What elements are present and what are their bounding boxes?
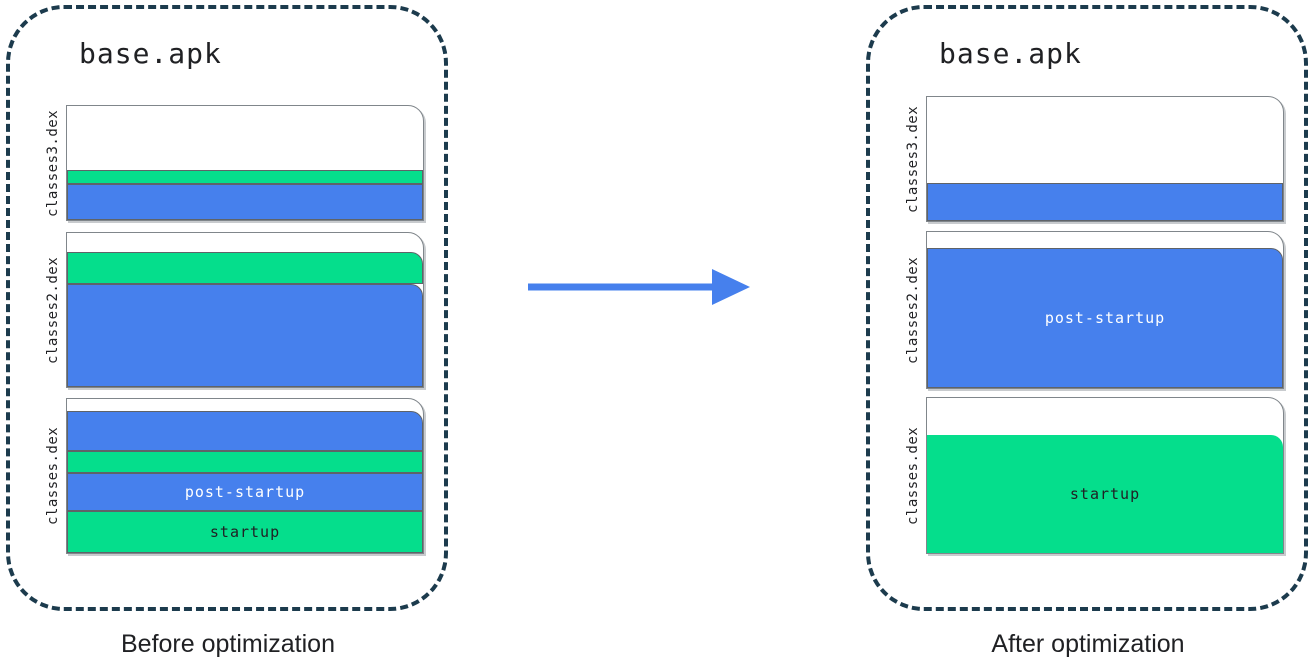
white-segment <box>927 97 1283 183</box>
dex-file-page: post-startup <box>926 231 1284 389</box>
dex-file-row: classes3.dex <box>40 105 424 221</box>
segment-label: startup <box>209 523 281 541</box>
dex-file-stack-before: classes3.dex classes2.dex classes.dex post-… <box>40 105 424 554</box>
dex-file-page: startup <box>926 397 1284 554</box>
white-segment <box>67 106 423 170</box>
dex-file-page <box>926 96 1284 222</box>
dex-file-row: classes2.dex <box>40 232 424 388</box>
dex-file-page: post-startup startup <box>66 398 424 554</box>
blue-segment <box>67 184 423 220</box>
blue-segment <box>67 411 423 451</box>
green-segment <box>67 451 423 473</box>
dex-file-row: classes2.dex post-startup <box>900 231 1284 389</box>
apk-title-after: base.apk <box>939 37 1082 70</box>
segment-startup: startup <box>927 435 1283 553</box>
dex-file-row: classes3.dex <box>900 96 1284 222</box>
white-segment <box>927 232 1283 248</box>
white-segment <box>67 399 423 411</box>
dex-file-name: classes.dex <box>905 426 921 525</box>
dex-file-name: classes2.dex <box>905 256 921 364</box>
segment-label: startup <box>1069 485 1141 503</box>
segment-label: post-startup <box>1044 309 1166 327</box>
white-segment <box>927 398 1283 435</box>
after-caption: After optimization <box>991 630 1185 658</box>
dex-file-page <box>66 105 424 221</box>
segment-startup: startup <box>67 511 423 553</box>
dex-file-row: classes.dex post-startup startup <box>40 398 424 554</box>
dex-file-row: classes.dex startup <box>900 397 1284 554</box>
apk-title-before: base.apk <box>79 37 222 70</box>
dex-file-page <box>66 232 424 388</box>
green-segment <box>67 252 423 284</box>
green-segment <box>67 170 423 184</box>
right-arrow-icon <box>528 269 750 305</box>
dex-file-name: classes.dex <box>45 426 61 526</box>
blue-segment <box>927 183 1283 221</box>
dex-file-name: classes2.dex <box>45 256 61 364</box>
segment-post-startup: post-startup <box>927 248 1283 388</box>
blue-segment <box>67 284 423 387</box>
segment-post-startup: post-startup <box>67 473 423 511</box>
white-segment <box>67 233 423 252</box>
segment-label: post-startup <box>184 483 306 501</box>
dex-file-name: classes3.dex <box>905 105 921 213</box>
before-caption: Before optimization <box>120 630 335 658</box>
dex-file-name: classes3.dex <box>45 109 61 217</box>
after-panel: base.apk classes3.dex classes2.dex post-st… <box>866 5 1308 611</box>
